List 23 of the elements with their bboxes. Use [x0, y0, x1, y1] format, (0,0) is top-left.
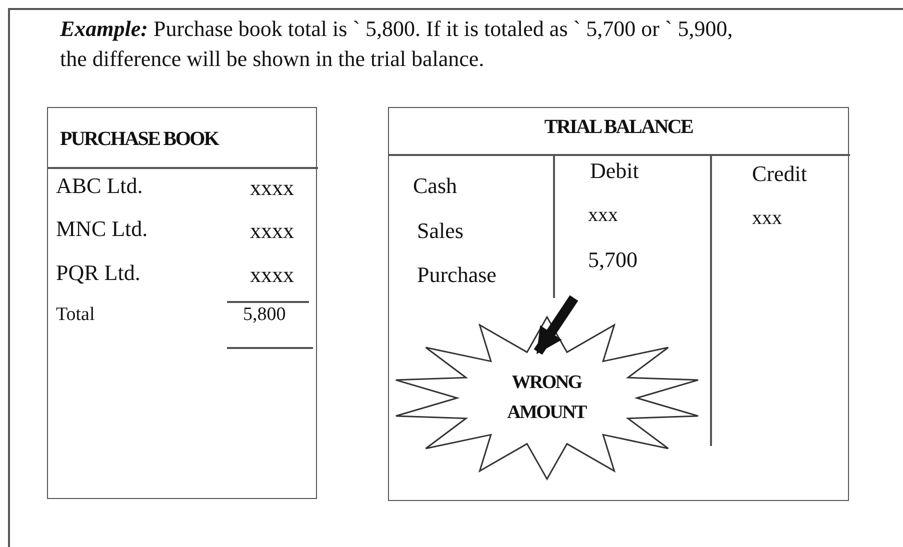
amount: xxx [752, 207, 782, 230]
account-name: Purchase [417, 262, 496, 288]
row-label: ABC Ltd. [56, 173, 143, 199]
total-amount: 5,800 [243, 304, 286, 326]
callout-text: WRONG AMOUNT [506, 370, 588, 424]
account-name: Sales [417, 218, 464, 244]
table-heading: TRIAL BALANCE [543, 116, 694, 139]
total-label: Total [56, 304, 95, 326]
trial-balance-table [388, 107, 849, 501]
column-heading: Credit [752, 161, 807, 187]
amount: xxx [588, 204, 618, 227]
example-text: Example: Purchase book total is ` 5,800. If it is totaled as ` 5,700 or ` 5,900, the difference will be shown in the trial balance. [60, 15, 734, 73]
row-label: PQR Ltd. [56, 260, 140, 286]
amount: xxxx [250, 262, 294, 288]
account-name: Cash [413, 173, 457, 199]
amount: xxxx [250, 218, 294, 244]
arrow [534, 295, 578, 355]
amount: 5,700 [588, 247, 638, 273]
amount: xxxx [250, 175, 294, 201]
row-label: MNC Ltd. [56, 216, 148, 242]
purchase-book-table [47, 107, 317, 499]
table-heading: PURCHASE BOOK [60, 128, 218, 151]
column-heading: Debit [590, 158, 639, 184]
